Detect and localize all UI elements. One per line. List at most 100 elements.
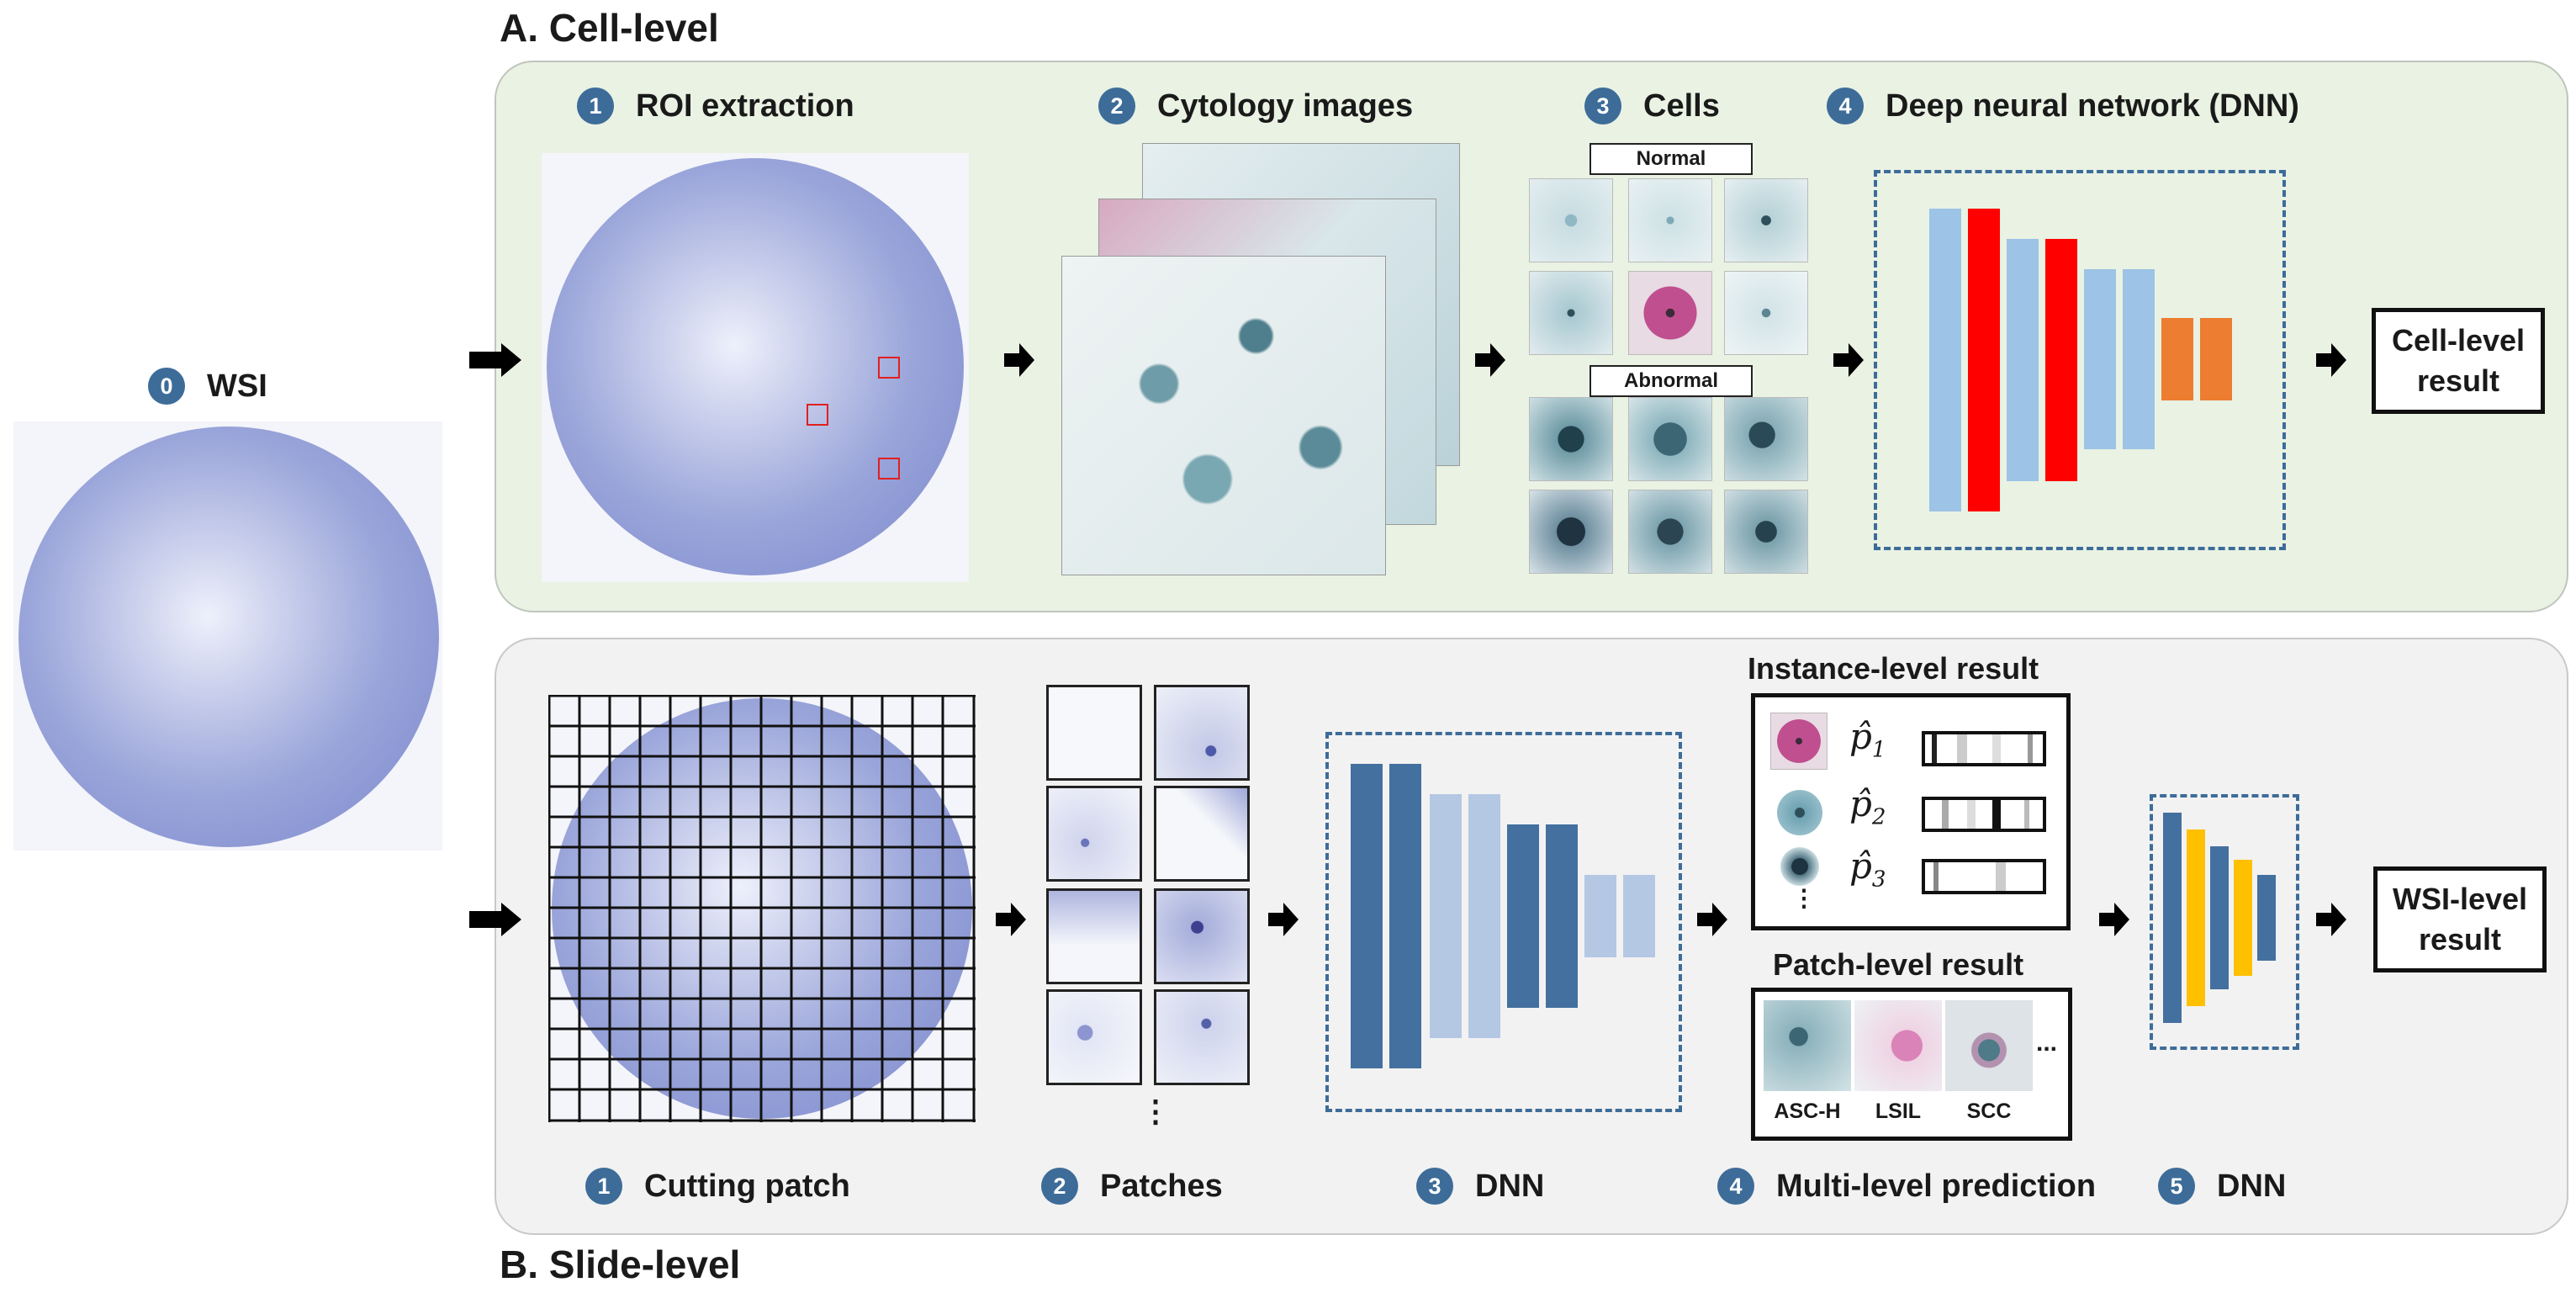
dnn-layer-bar [1468, 794, 1500, 1038]
normal-cell-image [1628, 271, 1712, 355]
slide-step-4: 4 Multi-level prediction [1717, 1168, 2096, 1205]
dnn-layer-bar [1351, 764, 1383, 1068]
step-number: 2 [1041, 1168, 1078, 1205]
dnn-layer-bar [2257, 875, 2276, 961]
dnn-layer-bar [1546, 824, 1578, 1008]
roi-box [878, 357, 900, 379]
abnormal-cell-image [1529, 490, 1613, 574]
patch-image [1154, 685, 1250, 781]
abnormal-cell-image [1628, 490, 1712, 574]
arrow-right-icon [1004, 343, 1034, 377]
step-number: 4 [1827, 87, 1864, 125]
dnn-dashed-box [1325, 732, 1682, 1112]
dnn-layer-bar [2234, 860, 2252, 976]
patch-more-icon: ... [2036, 1029, 2058, 1057]
probability-bar [1922, 859, 2046, 894]
slide-step-5: 5 DNN [2158, 1168, 2286, 1205]
arrow-right-icon [469, 343, 521, 377]
arrow-right-icon [1833, 343, 1864, 377]
step-label: Patches [1100, 1168, 1223, 1204]
dnn-layer-bar [2210, 846, 2229, 989]
dnn-layer-bar [2045, 239, 2077, 481]
step-number: 1 [577, 87, 614, 125]
dnn-layer-bar [2163, 813, 2182, 1023]
patch-label: SCC [1966, 1100, 2012, 1123]
patch-image [1046, 888, 1142, 984]
normal-cell-image [1529, 271, 1613, 355]
cell-step-4: 4 Deep neural network (DNN) [1827, 87, 2299, 125]
dnn-layer-bar [1430, 794, 1462, 1038]
step-number: 3 [1584, 87, 1621, 125]
slide-step-3: 3 DNN [1416, 1168, 1544, 1205]
dnn-layer-bar [2007, 239, 2039, 481]
dnn-dashed-box [1874, 170, 2286, 550]
abnormal-cell-image [1724, 490, 1808, 574]
probability-bar [1922, 731, 2046, 766]
step-label: DNN [2217, 1168, 2287, 1204]
arrow-right-icon [996, 903, 1026, 936]
dnn-layer-bar [2084, 269, 2116, 449]
instance-cell-image [1780, 847, 1819, 886]
patch-level-title: Patch-level result [1773, 947, 2024, 982]
grid-lines [548, 695, 976, 1122]
cytology-image-front [1061, 256, 1386, 575]
wsi-step: 0 WSI [148, 368, 267, 405]
slide-step-2: 2 Patches [1041, 1168, 1223, 1205]
normal-cell-image [1724, 178, 1808, 262]
arrow-right-icon [1268, 903, 1299, 936]
instance-prob-symbol: p̂3 [1849, 845, 1886, 893]
abnormal-cell-image [1529, 397, 1613, 481]
patch-image [1046, 685, 1142, 781]
cell-step-3: 3 Cells [1584, 87, 1720, 125]
result-line-1: Cell-level [2391, 323, 2526, 358]
abnormal-cell-image [1724, 397, 1808, 481]
patch-image [1046, 786, 1142, 882]
wsi-label: WSI [207, 368, 267, 404]
instance-cell-image [1770, 713, 1828, 770]
dnn-layer-bar [1929, 209, 1961, 511]
dnn-layer-bar [1389, 764, 1421, 1068]
dnn-layer-bar [2123, 269, 2155, 449]
instance-level-title: Instance-level result [1748, 651, 2039, 686]
instance-more-icon: ⋮ [1792, 885, 1816, 911]
step-number: 5 [2158, 1168, 2195, 1205]
patch-image [1154, 989, 1250, 1085]
probability-bar [1922, 797, 2046, 832]
dnn-layer-bar [1584, 875, 1616, 957]
dnn-layer-bar [1968, 209, 2000, 511]
instance-level-box: p̂1 p̂2 p̂3 ⋮ [1751, 693, 2071, 930]
patch-image [1046, 989, 1142, 1085]
section-b-title: B. Slide-level [500, 1243, 741, 1286]
normal-tag: Normal [1590, 143, 1753, 175]
dnn-dashed-box [2150, 794, 2299, 1050]
normal-cell-image [1724, 271, 1808, 355]
arrow-right-icon [1475, 343, 1505, 377]
step-label: Deep neural network (DNN) [1886, 87, 2299, 124]
step-label: Cutting patch [644, 1168, 850, 1204]
patch-result-image [1854, 1000, 1942, 1091]
patch-grid-image [548, 695, 976, 1122]
roi-box [807, 404, 828, 426]
step-label: DNN [1475, 1168, 1545, 1204]
normal-cell-image [1628, 178, 1712, 262]
dnn-layer-bar [2161, 318, 2193, 400]
instance-prob-symbol: p̂1 [1849, 716, 1886, 763]
patch-result-image [1764, 1000, 1851, 1091]
step-number: 1 [585, 1168, 622, 1205]
instance-cell-image [1777, 790, 1822, 835]
step-label: Cytology images [1157, 87, 1414, 124]
patch-image [1154, 888, 1250, 984]
result-line-2: result [2416, 363, 2500, 398]
patch-result-image [1945, 1000, 2033, 1091]
dnn-layer-bar [1507, 824, 1539, 1008]
cell-level-result-box: Cell-level result [2372, 308, 2545, 414]
abnormal-cell-image [1628, 397, 1712, 481]
arrow-right-icon [2099, 903, 2129, 936]
cell-step-1: 1 ROI extraction [577, 87, 854, 125]
step-number: 3 [1416, 1168, 1453, 1205]
arrow-right-icon [2316, 343, 2346, 377]
arrow-right-icon [469, 903, 521, 936]
dnn-layer-bar [2187, 829, 2205, 1006]
step-label: Multi-level prediction [1776, 1168, 2097, 1204]
result-line-2: result [2418, 922, 2502, 957]
